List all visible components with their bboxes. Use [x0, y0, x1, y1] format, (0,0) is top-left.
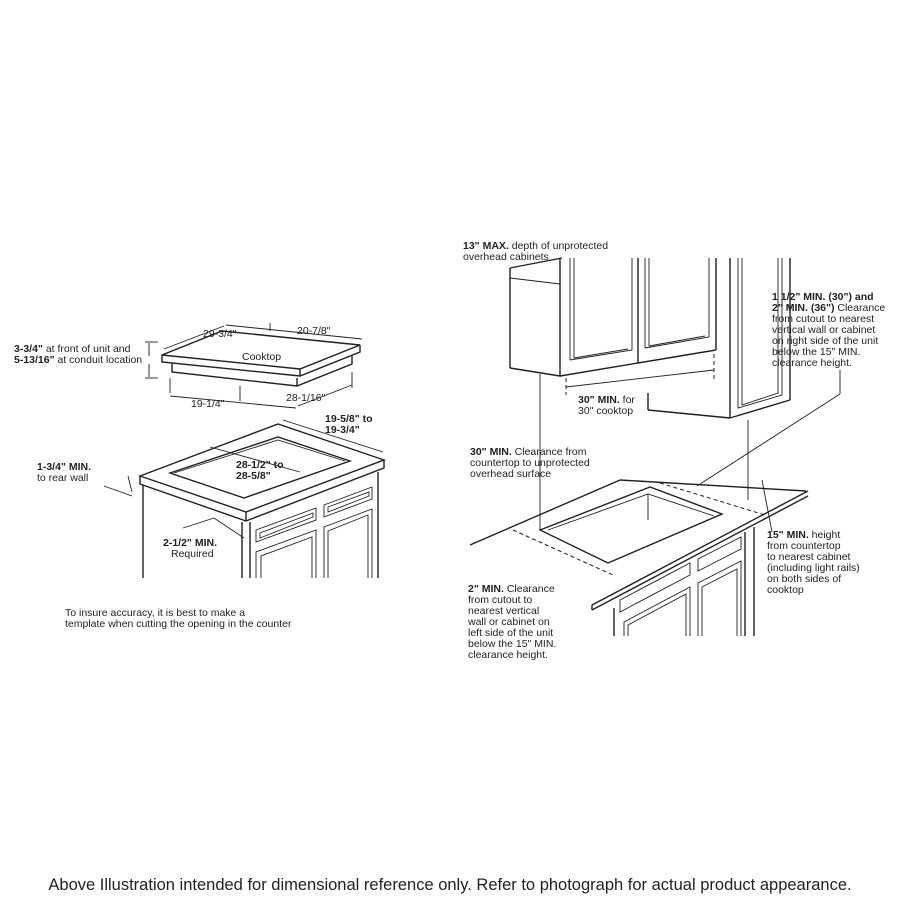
- rear-wall-value: 1-3/4" MIN.: [37, 461, 91, 473]
- height-min-line2: countertop to unprotected: [470, 457, 590, 469]
- left-clearance-line3: nearest vertical: [468, 605, 540, 617]
- min15-line4: (including light rails): [767, 562, 860, 574]
- disclaimer-footer: Above Illustration intended for dimensio…: [48, 876, 852, 894]
- accuracy-note-line1: To insure accuracy, it is best to make a: [65, 607, 246, 619]
- right-clearance-text-b: Clearance: [834, 302, 886, 314]
- left-clearance-label: 2" MIN. Clearance from cutout to nearest…: [468, 584, 556, 661]
- min15-value: 15" MIN.: [767, 529, 809, 541]
- rear-wall-label: 1-3/4" MIN. to rear wall: [37, 462, 91, 484]
- upper-dimension-marks: [509, 277, 841, 533]
- max-depth-text: depth of unprotected: [508, 240, 609, 252]
- max-depth-label: 13" MAX. depth of unprotected overhead c…: [463, 241, 608, 263]
- width-min-label: 30" MIN. for 30" cooktop: [578, 395, 635, 417]
- cooktop-label: Cooktop: [242, 351, 282, 363]
- right-clearance-value-b: 2" MIN. (36"): [772, 302, 835, 314]
- accuracy-note-line2: template when cutting the opening in the…: [65, 618, 292, 630]
- height-min-text: Clearance from: [511, 446, 587, 458]
- bottom-depth-label: 19-1/4": [191, 398, 225, 410]
- left-clearance-line5: left side of the unit: [468, 627, 554, 639]
- height-min-label: 30" MIN. Clearance from countertop to un…: [470, 447, 590, 480]
- right-counter: [469, 479, 809, 636]
- width-min-value: 30" MIN.: [578, 394, 620, 406]
- front-min-value: 2-1/2" MIN.: [163, 537, 217, 549]
- min15-text: height: [808, 529, 841, 541]
- cutout-depth-label: 19-5/8" to 19-3/4": [325, 414, 373, 436]
- upper-cabinets: [509, 257, 791, 419]
- front-min-text: Required: [171, 548, 214, 560]
- right-clearance-value-a: 1 1/2" MIN. (30") and: [772, 291, 874, 303]
- cutout-width-line2: 28-5/8": [236, 470, 271, 482]
- cutout-width-label: 28-1/2" to 28-5/8": [236, 460, 284, 482]
- right-clearance-line3: from cutout to nearest: [772, 313, 875, 325]
- width-min-text: for: [619, 394, 635, 406]
- width-min-line2: 30" cooktop: [578, 405, 634, 417]
- max-depth-line2: overhead cabinets: [463, 251, 549, 263]
- rear-wall-text: to rear wall: [37, 472, 89, 484]
- left-clearance-line6: below the 15" MIN.: [468, 638, 557, 650]
- cutout-depth-line2: 19-3/4": [325, 424, 360, 436]
- max-depth-value: 13" MAX.: [463, 240, 509, 252]
- thickness-front-text: at front of unit and: [42, 343, 131, 355]
- left-clearance-value: 2" MIN.: [468, 583, 504, 595]
- min15-line6: cooktop: [767, 584, 804, 596]
- top-width-label: 29-3/4": [203, 328, 237, 340]
- bottom-width-label: 28-1/16": [286, 392, 326, 404]
- min15-line5: on both sides of: [767, 573, 842, 585]
- min15-line3: to nearest cabinet: [767, 551, 851, 563]
- height-min-value: 30" MIN.: [470, 446, 512, 458]
- cutout-width-line1: 28-1/2" to: [236, 459, 284, 471]
- cooktop-unit: [161, 330, 361, 387]
- height-min-line3: overhead surface: [470, 468, 552, 480]
- left-clearance-line4: wall or cabinet on: [468, 616, 550, 628]
- top-depth-label: 20-7/8": [297, 325, 331, 337]
- left-clearance-line7: clearance height.: [468, 649, 548, 661]
- cooktop-dimensions: [145, 323, 363, 409]
- thickness-label: 3-3/4" at front of unit and 5-13/16" at …: [14, 344, 142, 366]
- thickness-conduit-value: 5-13/16": [14, 354, 55, 366]
- min15-label: 15" MIN. height from countertop to neare…: [767, 530, 860, 596]
- min15-line2: from countertop: [767, 540, 841, 552]
- cutout-depth-line1: 19-5/8" to: [325, 413, 373, 425]
- left-cabinet: [137, 423, 387, 578]
- thickness-conduit-text: at conduit location: [54, 354, 143, 366]
- right-clearance-label: 1 1/2" MIN. (30") and 2" MIN. (36") Clea…: [772, 292, 885, 369]
- accuracy-note: To insure accuracy, it is best to make a…: [65, 608, 292, 630]
- right-clearance-line5: on right side of the unit: [772, 335, 879, 347]
- front-min-label: 2-1/2" MIN. Required: [163, 538, 217, 560]
- cutout-dimensions: [103, 419, 384, 539]
- right-clearance-line4: vertical wall or cabinet: [772, 324, 876, 336]
- right-clearance-line6: below the 15" MIN.: [772, 346, 861, 358]
- left-clearance-line2: from cutout to: [468, 594, 533, 606]
- left-clearance-text: Clearance: [503, 583, 555, 595]
- thickness-front-value: 3-3/4": [14, 343, 43, 355]
- right-clearance-line7: clearance height.: [772, 357, 852, 369]
